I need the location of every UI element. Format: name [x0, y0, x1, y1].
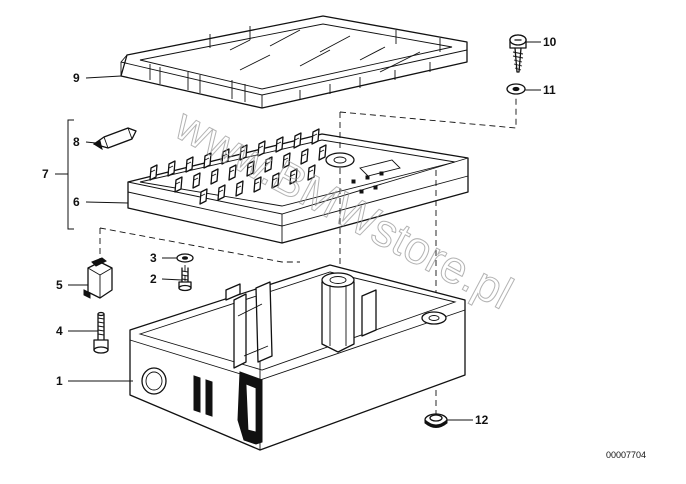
diagram-code: 00007704 — [606, 450, 646, 460]
terminal-hole — [265, 161, 271, 165]
terminal-blade — [257, 140, 266, 157]
part-12-grommet[interactable] — [424, 413, 448, 428]
callout-7: 7 — [42, 167, 49, 181]
terminal-hole — [218, 189, 224, 193]
terminal-blade — [311, 128, 320, 145]
terminal-hole — [272, 177, 278, 181]
terminal-blade — [293, 132, 302, 149]
terminal-blade — [253, 176, 262, 193]
terminal-hole — [247, 165, 253, 169]
terminal-blade — [185, 156, 194, 173]
callout-2: 2 — [150, 272, 157, 286]
callout-11: 11 — [543, 83, 556, 97]
terminal-hole — [283, 157, 289, 161]
terminal-blade — [217, 184, 226, 201]
terminal-hole — [258, 145, 264, 149]
terminal-blade — [192, 172, 201, 189]
callout-4: 4 — [56, 324, 63, 338]
part-5-clip[interactable] — [83, 257, 113, 299]
terminal-hole — [254, 181, 260, 185]
terminal-hole — [175, 181, 181, 185]
callout-5: 5 — [56, 278, 63, 292]
callout-9: 9 — [73, 71, 80, 85]
part-4-bolt[interactable] — [93, 311, 109, 354]
terminal-hole — [186, 161, 192, 165]
callout-6: 6 — [73, 195, 80, 209]
callout-12: 12 — [475, 413, 489, 427]
terminal-blade — [228, 164, 237, 181]
terminal-blade — [149, 164, 158, 181]
terminal-hole — [294, 137, 300, 141]
terminal-hole — [301, 153, 307, 157]
terminal-blade — [282, 152, 291, 169]
terminal-hole — [168, 165, 174, 169]
terminal-hole — [150, 169, 156, 173]
terminal-hole — [211, 173, 217, 177]
callout-labels: 9 8 7 6 3 2 5 4 1 10 11 12 — [42, 35, 557, 427]
terminal-blade — [246, 160, 255, 177]
terminal-hole — [240, 149, 246, 153]
terminal-blade — [239, 144, 248, 161]
terminal-hole — [312, 133, 318, 137]
terminal-blade — [235, 180, 244, 197]
terminal-hole — [222, 153, 228, 157]
terminal-blade — [221, 148, 230, 165]
terminal-blade — [199, 188, 208, 205]
terminal-blade — [289, 168, 298, 185]
terminal-hole — [276, 141, 282, 145]
terminal-hole — [200, 193, 206, 197]
terminal-blade — [307, 164, 316, 181]
part-2-screw[interactable] — [178, 267, 192, 292]
terminal-hole — [229, 169, 235, 173]
terminal-hole — [193, 177, 199, 181]
part-6-fuse-carrier[interactable] — [127, 133, 469, 244]
terminal-blade — [203, 152, 212, 169]
fuse-terminals — [149, 128, 327, 205]
terminal-hole — [308, 169, 314, 173]
callout-8: 8 — [73, 135, 80, 149]
terminal-blade — [210, 168, 219, 185]
callout-3: 3 — [150, 251, 157, 265]
terminal-blade — [264, 156, 273, 173]
part-8-fuse[interactable] — [92, 127, 137, 151]
part-3-washer[interactable] — [176, 253, 194, 263]
terminal-blade — [167, 160, 176, 177]
part-1-housing[interactable] — [129, 264, 466, 451]
callout-10: 10 — [543, 35, 557, 49]
terminal-hole — [204, 157, 210, 161]
part-11-washer[interactable] — [506, 83, 526, 95]
part-10-screw[interactable] — [509, 34, 527, 73]
terminal-blade — [271, 172, 280, 189]
terminal-blade — [318, 144, 327, 161]
terminal-hole — [319, 149, 325, 153]
callout-1: 1 — [56, 374, 63, 388]
part-9-transparent-cover[interactable] — [120, 15, 468, 109]
terminal-blade — [300, 148, 309, 165]
terminal-blade — [174, 176, 183, 193]
terminal-blade — [275, 136, 284, 153]
terminal-hole — [290, 173, 296, 177]
callout-leaders — [55, 41, 541, 421]
terminal-hole — [236, 185, 242, 189]
